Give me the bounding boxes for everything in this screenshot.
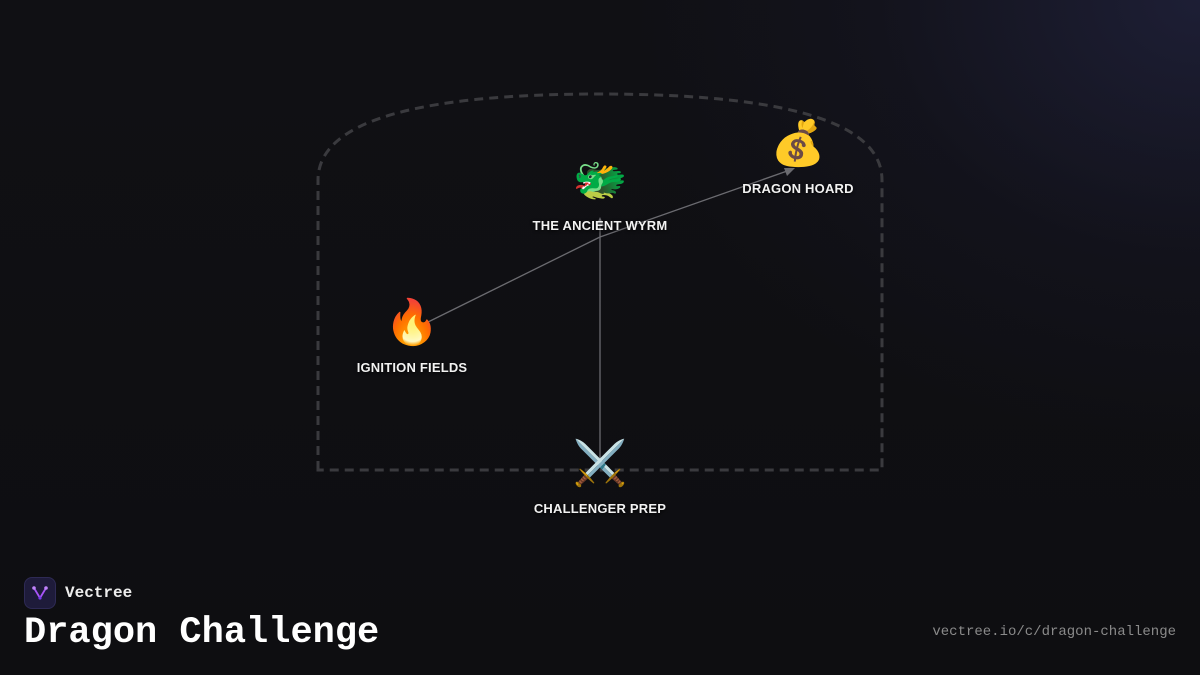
- share-url[interactable]: vectree.io/c/dragon-challenge: [932, 624, 1176, 640]
- edge-arrowhead-wyrm: [596, 217, 604, 226]
- money-bag-icon: 💰: [770, 118, 826, 169]
- edge-wyrm-to-ignition: [421, 236, 601, 326]
- brand-name: Vectree: [65, 584, 133, 602]
- node-label: THE ANCIENT WYRM: [532, 218, 668, 233]
- edge-wyrm-to-hoard: [599, 169, 791, 238]
- vectree-logo-icon: [24, 577, 56, 609]
- edge-arrowhead-hoard: [784, 168, 795, 176]
- node-ancient-wyrm[interactable]: 🐲 THE ANCIENT WYRM: [500, 153, 700, 233]
- page-title: Dragon Challenge: [24, 612, 380, 654]
- boundary-arch: [316, 92, 884, 472]
- node-ignition-fields[interactable]: 🔥 IGNITION FIELDS: [312, 295, 512, 375]
- node-dragon-hoard[interactable]: 💰 DRAGON HOARD: [698, 116, 898, 196]
- fire-icon: 🔥: [384, 297, 440, 348]
- crossed-swords-icon: ⚔️: [572, 438, 628, 489]
- node-label: CHALLENGER PREP: [533, 501, 667, 516]
- node-challenger-prep[interactable]: ⚔️ CHALLENGER PREP: [500, 436, 700, 516]
- node-label: IGNITION FIELDS: [356, 360, 468, 375]
- node-label: DRAGON HOARD: [742, 181, 854, 196]
- brand[interactable]: Vectree: [24, 577, 132, 609]
- dragon-face-icon: 🐲: [572, 155, 628, 206]
